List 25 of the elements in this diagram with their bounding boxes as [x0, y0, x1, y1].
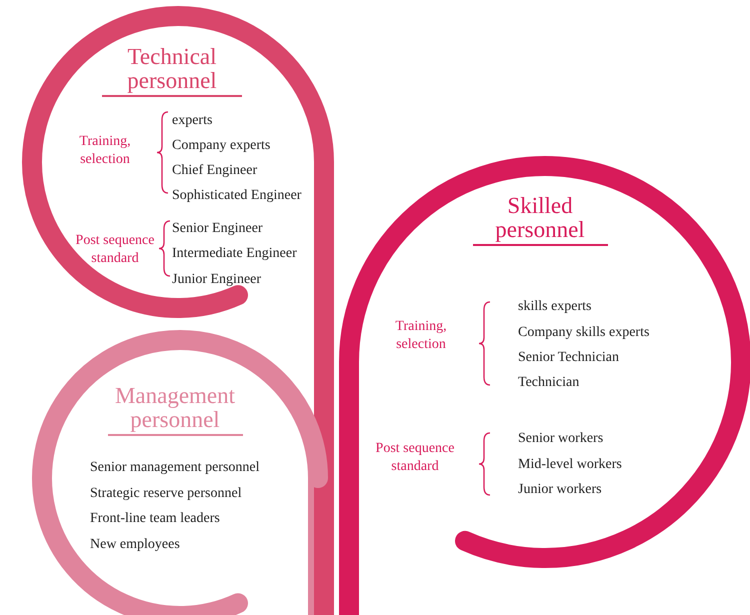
list-item: Sophisticated Engineer [172, 187, 302, 205]
list-item: Front-line team leaders [90, 510, 220, 528]
list-item: Senior management personnel [90, 459, 260, 477]
list-item: Company experts [172, 137, 270, 155]
list-item: Senior workers [518, 430, 604, 448]
heading: Skilled personnel [472, 194, 608, 246]
list-item: Junior Engineer [172, 271, 262, 289]
heading: Management personnel [108, 384, 242, 436]
list-item: Chief Engineer [172, 162, 258, 180]
category-label: Training, selection [394, 318, 448, 354]
list-item: Technician [518, 374, 580, 392]
heading: Technical personnel [102, 45, 242, 97]
list-item: Junior workers [518, 481, 602, 499]
category-label: Training, selection [78, 133, 132, 169]
category-label: Post sequence standard [74, 232, 156, 268]
list-item: New employees [90, 536, 180, 554]
list-item: Senior Engineer [172, 220, 263, 238]
list-item: Intermediate Engineer [172, 245, 297, 263]
category-label: Post sequence standard [374, 440, 456, 476]
list-item: Company skills experts [518, 324, 650, 342]
list-item: Mid-level workers [518, 456, 622, 474]
list-item: Senior Technician [518, 349, 620, 367]
list-item: experts [172, 112, 212, 130]
list-item: Strategic reserve personnel [90, 485, 242, 503]
list-item: skills experts [518, 298, 592, 316]
